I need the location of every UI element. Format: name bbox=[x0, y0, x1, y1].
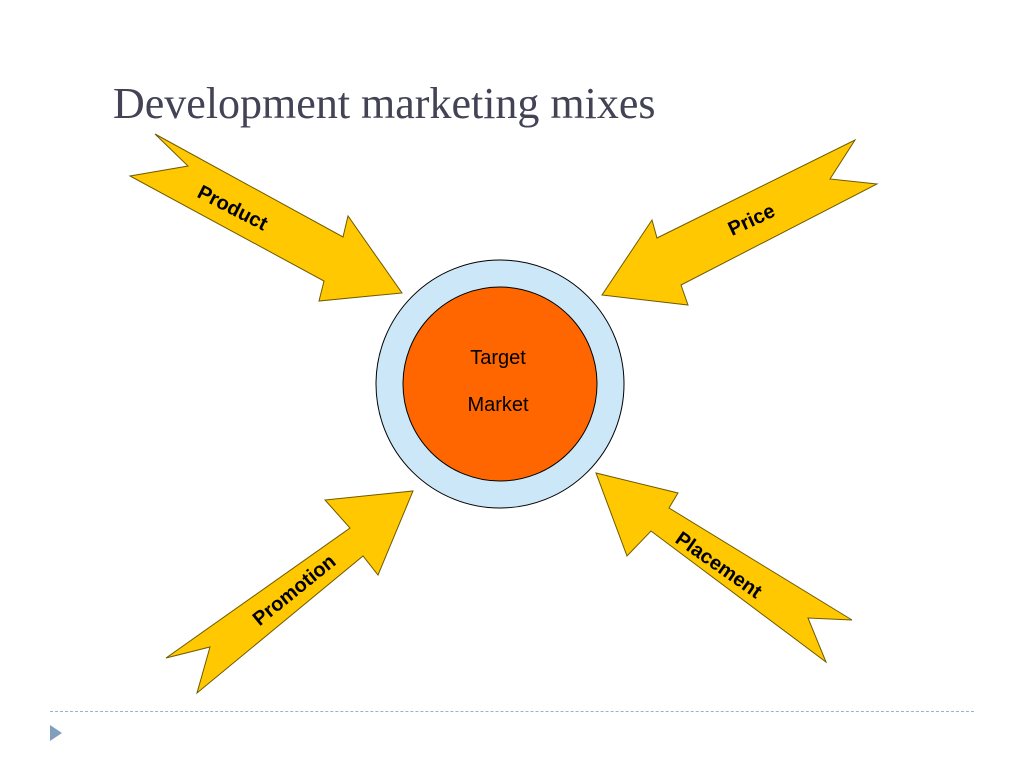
placement-arrow: Placement bbox=[595, 472, 853, 664]
price-arrow: Price bbox=[601, 138, 879, 306]
page-title: Development marketing mixes bbox=[113, 79, 656, 128]
target-market: Target Market bbox=[375, 259, 625, 509]
price-arrow-shape bbox=[601, 138, 879, 306]
target-label: Target bbox=[470, 347, 526, 369]
triangle-right-icon bbox=[50, 725, 62, 741]
inner-circle bbox=[402, 286, 598, 482]
market-label: Market bbox=[467, 394, 529, 416]
footer-divider bbox=[50, 711, 974, 712]
product-arrow-shape bbox=[128, 133, 403, 302]
product-arrow: Product bbox=[128, 133, 403, 302]
promotion-arrow: Promotion bbox=[165, 490, 414, 695]
promotion-arrow-shape bbox=[165, 490, 414, 695]
placement-arrow-shape bbox=[595, 472, 853, 664]
